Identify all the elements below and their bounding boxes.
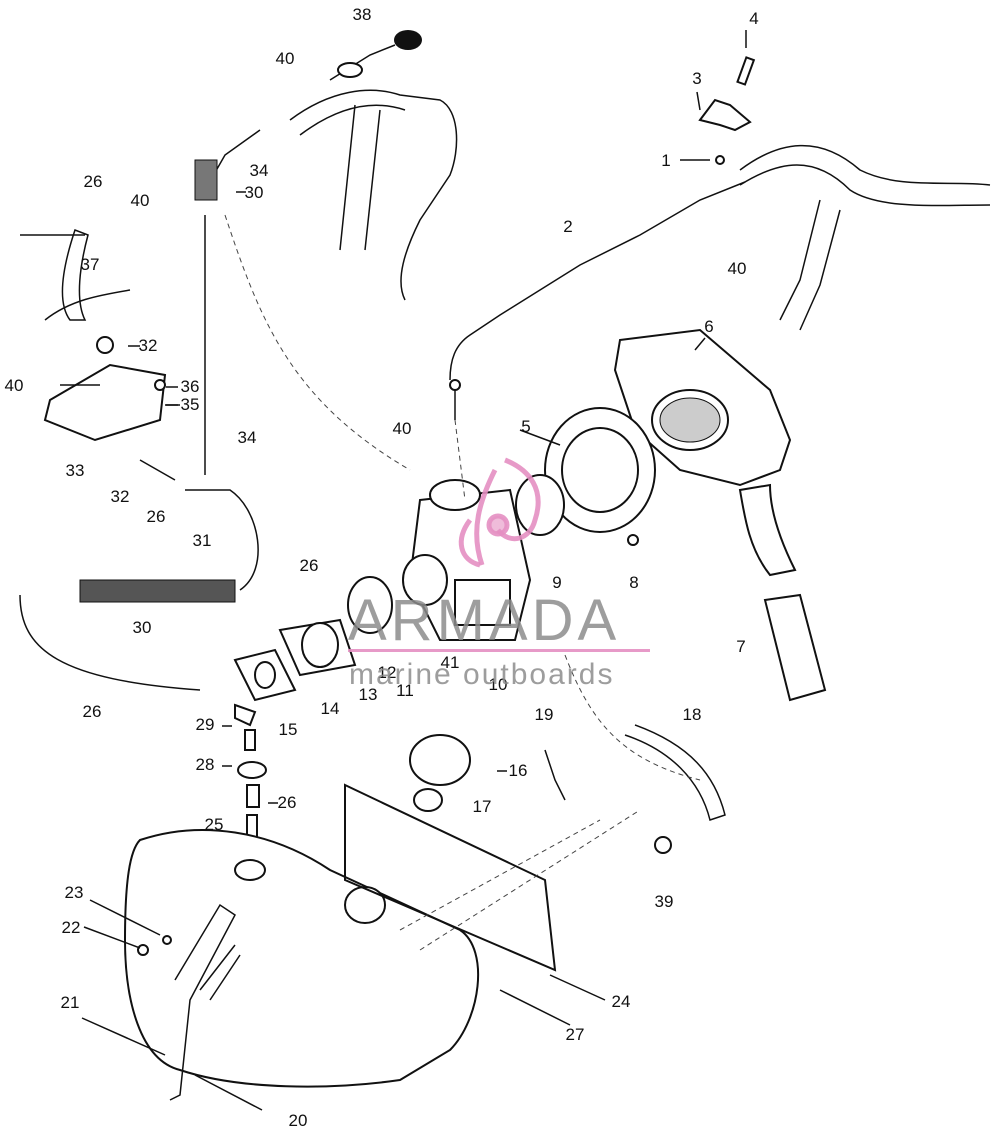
callout-numbers: 1 2 3 4 5 6 7 8 9 10 11 12 13 14 15 16 1…: [5, 5, 759, 1130]
callout-34: 34: [250, 161, 269, 180]
watermark-tagline: marine outboards: [349, 658, 614, 691]
fuel-hoses: [19, 129, 261, 691]
callout-26-hose-mid: 26: [300, 556, 319, 575]
callout-4: 4: [749, 9, 758, 28]
callout-37: 37: [81, 255, 100, 274]
callout-5: 5: [521, 417, 530, 436]
assembly-leaders: [224, 214, 701, 951]
callout-25: 25: [205, 815, 224, 834]
callout-9: 9: [552, 573, 561, 592]
callout-31: 31: [193, 531, 212, 550]
callout-leaders: [20, 30, 747, 1111]
tank-plate: [344, 783, 557, 972]
air-intake-adaptor: [544, 407, 656, 546]
callout-21: 21: [61, 993, 80, 1012]
callout-36: 36: [181, 377, 200, 396]
callout-22: 22: [62, 918, 81, 937]
fuel-tank: [123, 829, 480, 1088]
callout-40: 40: [276, 49, 295, 68]
air-silencer-box: [613, 328, 792, 487]
callout-17: 17: [473, 797, 492, 816]
fuel-cap: [409, 734, 471, 812]
callout-23: 23: [65, 883, 84, 902]
callout-32-fitting: 32: [139, 336, 158, 355]
callout-20: 20: [289, 1111, 308, 1130]
callout-40-pump-clip: 40: [131, 191, 150, 210]
callout-11: 11: [396, 681, 414, 700]
callout-33: 33: [66, 461, 85, 480]
callout-26: 26: [278, 793, 297, 812]
callout-13: 13: [359, 685, 378, 704]
tank-strap: [137, 903, 241, 1101]
callout-14: 14: [321, 699, 340, 718]
callout-6: 6: [704, 317, 713, 336]
intake-flange: [233, 576, 393, 702]
intake-hoses: [738, 483, 827, 702]
callout-19: 19: [535, 705, 554, 724]
fuel-pump: [43, 336, 167, 442]
callout-26-hose-top: 26: [84, 172, 103, 191]
callout-3: 3: [692, 69, 701, 88]
callout-1: 1: [661, 151, 670, 170]
callout-27: 27: [566, 1025, 585, 1044]
callout-40-carb: 40: [393, 419, 412, 438]
throttle-cable: [449, 181, 746, 420]
armada-logo-emblem: [458, 457, 541, 568]
callout-29: 29: [196, 715, 215, 734]
throttle-handle: [329, 30, 422, 81]
callout-38: 38: [353, 5, 372, 24]
callout-7: 7: [736, 637, 745, 656]
callout-32: 32: [111, 487, 130, 506]
callout-16: 16: [509, 761, 528, 780]
fuel-valve-and-fittings: [234, 703, 267, 846]
return-hose: [544, 724, 726, 854]
callout-28: 28: [196, 755, 215, 774]
callout-12: 12: [378, 663, 397, 682]
callout-18: 18: [683, 705, 702, 724]
callout-8: 8: [629, 573, 638, 592]
armada-watermark: ARMADA marine outboards: [348, 457, 650, 691]
cable-bracket: [698, 56, 756, 165]
callout-39: 39: [655, 892, 674, 911]
callout-10: 10: [489, 675, 508, 694]
callout-41: 41: [441, 653, 460, 672]
callout-34-rod: 34: [238, 428, 257, 447]
callout-30-spring: 30: [245, 183, 264, 202]
callout-30: 30: [133, 618, 152, 637]
callout-15: 15: [279, 720, 298, 739]
callout-26-hose-pump: 26: [147, 507, 166, 526]
callout-35: 35: [181, 395, 200, 414]
callout-2: 2: [563, 217, 572, 236]
handlebar-frame: [289, 89, 991, 331]
watermark-brand: ARMADA: [348, 588, 620, 653]
callout-40-left: 40: [5, 376, 24, 395]
callout-26-hose-low: 26: [83, 702, 102, 721]
callout-40-bar-right: 40: [728, 259, 747, 278]
watermark-underline: [348, 649, 650, 652]
callout-24: 24: [612, 992, 631, 1011]
